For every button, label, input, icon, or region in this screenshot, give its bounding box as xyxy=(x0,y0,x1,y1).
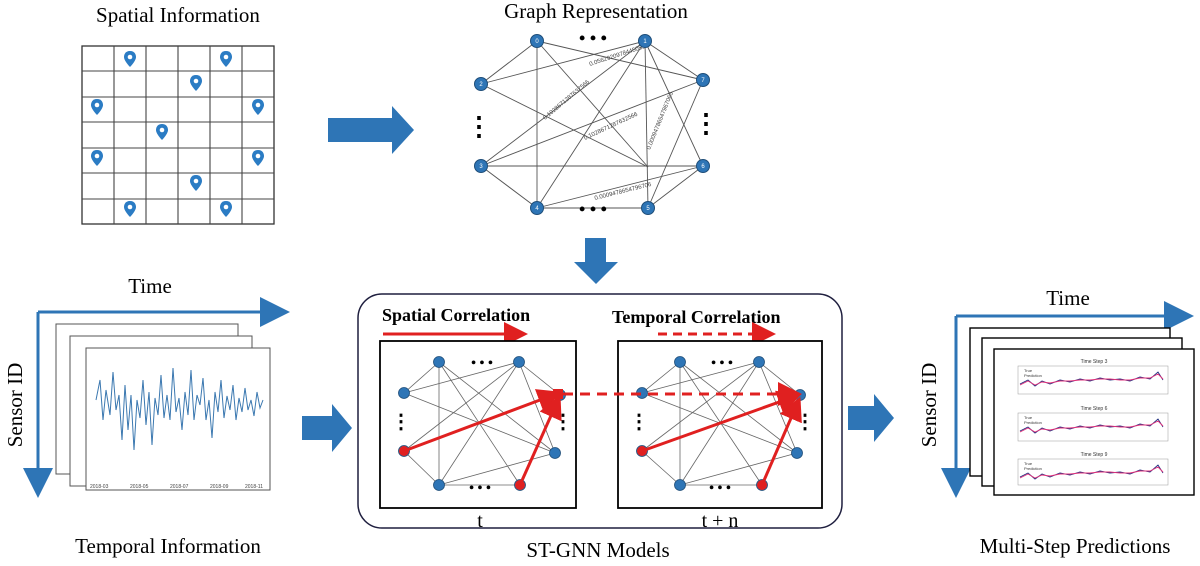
label-t: t xyxy=(477,510,483,532)
spatial-info-title: Spatial Information xyxy=(96,3,260,27)
location-pin-icon xyxy=(190,75,202,91)
location-pin-icon xyxy=(91,99,103,115)
svg-text:⋮: ⋮ xyxy=(553,411,573,433)
panel-title: Time Step 9 xyxy=(1081,452,1108,458)
temporal-series-line xyxy=(95,367,264,451)
svg-text:2: 2 xyxy=(479,82,483,88)
multistep-title: Multi-Step Predictions xyxy=(980,534,1171,558)
svg-text:⋮: ⋮ xyxy=(466,112,492,141)
svg-text:7: 7 xyxy=(701,78,705,84)
prediction-stack: Time Step 3 Time Step 6 Time Step 9 True… xyxy=(969,327,1195,496)
svg-text:• • •: • • • xyxy=(471,356,493,371)
svg-text:⋮: ⋮ xyxy=(391,411,411,433)
graph-panel-t-n: • • • • • • ⋮ ⋮ xyxy=(617,340,823,509)
stgnn-model-box: Spatial Correlation Temporal Correlation xyxy=(357,293,843,532)
svg-text:⋮: ⋮ xyxy=(795,411,815,433)
svg-text:Prediction: Prediction xyxy=(1024,466,1042,471)
sensor-id-label-right: Sensor ID xyxy=(917,363,941,448)
svg-text:• • •: • • • xyxy=(711,356,733,371)
temporal-correlation-label: Temporal Correlation xyxy=(612,307,781,327)
graph-rep-title: Graph Representation xyxy=(504,0,688,23)
flow-arrow-right-icon xyxy=(328,106,414,154)
flow-arrow-right-icon xyxy=(848,394,894,442)
label-t-plus-n: t + n xyxy=(702,510,739,532)
svg-text:True: True xyxy=(1024,461,1033,466)
svg-text:• • •: • • • xyxy=(579,199,607,219)
svg-text:• • •: • • • xyxy=(579,28,607,48)
flow-arrow-down-icon xyxy=(574,238,618,284)
location-pin-icon xyxy=(220,51,232,67)
svg-text:Prediction: Prediction xyxy=(1024,373,1042,378)
time-axis-right xyxy=(941,301,1194,498)
svg-text:Prediction: Prediction xyxy=(1024,420,1042,425)
time-axis-left xyxy=(23,297,290,498)
location-pin-icon xyxy=(252,99,264,115)
svg-text:4: 4 xyxy=(535,206,539,212)
time-label-left: Time xyxy=(128,274,172,298)
time-label-right: Time xyxy=(1046,286,1090,310)
graph-representation: 0.0562920978445053 0.1028671287632566 0.… xyxy=(466,28,719,219)
location-pin-icon xyxy=(220,201,232,217)
location-pin-icon xyxy=(156,124,168,140)
temporal-info-title: Temporal Information xyxy=(75,534,261,558)
panel-title: Time Step 6 xyxy=(1081,406,1108,412)
svg-text:2018-09: 2018-09 xyxy=(210,484,229,490)
svg-text:2018-05: 2018-05 xyxy=(130,484,149,490)
stgnn-title: ST-GNN Models xyxy=(526,538,669,562)
svg-text:⋮: ⋮ xyxy=(693,109,719,138)
svg-text:1: 1 xyxy=(643,39,647,45)
svg-text:True: True xyxy=(1024,368,1033,373)
svg-text:True: True xyxy=(1024,415,1033,420)
svg-text:0.00094786547967065: 0.00094786547967065 xyxy=(646,91,675,151)
flow-arrow-right-icon xyxy=(302,404,352,452)
spatial-correlation-label: Spatial Correlation xyxy=(382,305,530,325)
location-pin-icon xyxy=(252,150,264,166)
svg-text:⋮: ⋮ xyxy=(629,411,649,433)
svg-text:• • •: • • • xyxy=(469,481,491,496)
spatial-grid xyxy=(81,45,275,225)
location-pin-icon xyxy=(91,150,103,166)
svg-text:2018-03: 2018-03 xyxy=(90,484,109,490)
graph-panel-t: • • • • • • ⋮ ⋮ xyxy=(379,340,577,509)
location-pin-icon xyxy=(124,201,136,217)
svg-text:6: 6 xyxy=(701,164,705,170)
location-pin-icon xyxy=(124,51,136,67)
panel-title: Time Step 3 xyxy=(1081,359,1108,365)
svg-text:2018-07: 2018-07 xyxy=(170,484,189,490)
svg-text:0.1028671287632566: 0.1028671287632566 xyxy=(542,79,591,122)
svg-text:3: 3 xyxy=(479,164,483,170)
temporal-series-stack: 2018-03 2018-05 2018-07 2018-09 2018-11 xyxy=(55,323,271,491)
svg-text:5: 5 xyxy=(646,206,650,212)
svg-text:• • •: • • • xyxy=(709,481,731,496)
svg-text:0: 0 xyxy=(535,39,539,45)
sensor-id-label-left: Sensor ID xyxy=(3,363,27,448)
svg-text:2018-11: 2018-11 xyxy=(245,484,263,490)
location-pin-icon xyxy=(190,175,202,191)
